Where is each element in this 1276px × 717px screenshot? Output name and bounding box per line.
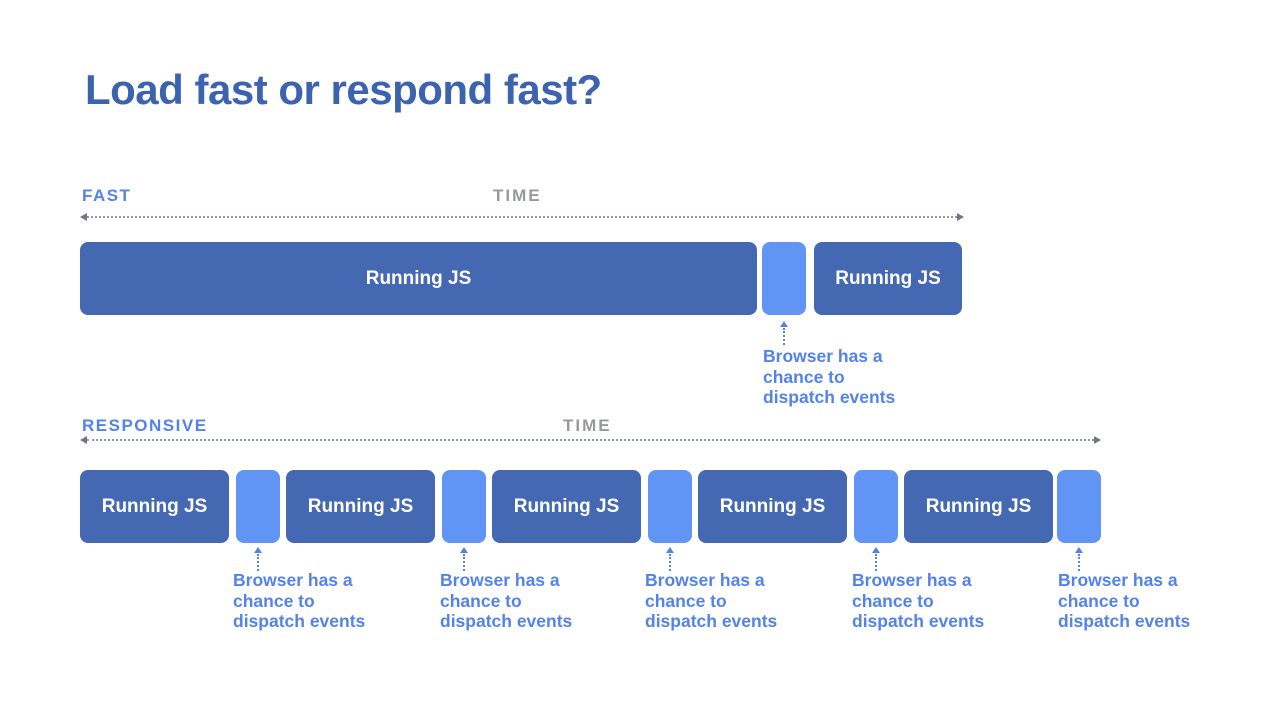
running-js-block: Running JS	[904, 470, 1053, 543]
left-arrowhead-icon	[80, 436, 87, 444]
running-js-block: Running JS	[814, 242, 962, 315]
running-js-block: Running JS	[492, 470, 641, 543]
running-js-label: Running JS	[925, 495, 1032, 517]
annotation-line: dispatch events	[645, 611, 778, 631]
annotation-line: chance to	[645, 590, 727, 611]
running-js-block: Running JS	[698, 470, 847, 543]
running-js-label: Running JS	[101, 495, 208, 517]
up-arrow-icon	[458, 547, 470, 571]
dotted-arrow-line	[669, 554, 671, 571]
responsive-section-label: RESPONSIVE	[82, 416, 208, 435]
annotation: Browser has a chance to dispatch events	[233, 570, 393, 632]
up-arrow-icon	[870, 547, 882, 571]
up-arrow-icon	[778, 321, 790, 345]
gap-block	[442, 470, 486, 543]
running-js-label: Running JS	[513, 495, 620, 517]
right-arrowhead-icon	[957, 213, 964, 221]
running-js-label: Running JS	[307, 495, 414, 517]
annotation-line: Browser has a	[233, 570, 353, 590]
running-js-label: Running JS	[835, 267, 941, 289]
annotation: Browser has a chance to dispatch events	[852, 570, 1012, 632]
up-arrowhead-icon	[666, 547, 674, 553]
right-arrowhead-icon	[1094, 436, 1101, 444]
annotation-line: dispatch events	[1058, 611, 1191, 631]
annotation-line: chance to	[852, 590, 934, 611]
dotted-axis-line	[87, 216, 957, 218]
up-arrowhead-icon	[460, 547, 468, 553]
dotted-arrow-line	[257, 554, 259, 571]
dotted-axis-line	[87, 439, 1094, 441]
annotation-line: chance to	[233, 590, 315, 611]
up-arrow-icon	[664, 547, 676, 571]
gap-block	[1057, 470, 1101, 543]
up-arrowhead-icon	[872, 547, 880, 553]
up-arrow-icon	[252, 547, 264, 571]
dotted-arrow-line	[463, 554, 465, 571]
up-arrowhead-icon	[1075, 547, 1083, 553]
annotation-line: Browser has a	[440, 570, 560, 590]
dotted-arrow-line	[1078, 554, 1080, 571]
up-arrowhead-icon	[254, 547, 262, 553]
up-arrowhead-icon	[780, 321, 788, 327]
annotation-line: chance to	[763, 366, 845, 387]
gap-block	[648, 470, 692, 543]
running-js-block: Running JS	[80, 242, 757, 315]
annotation-line: dispatch events	[852, 611, 985, 631]
responsive-time-axis	[80, 435, 1101, 445]
annotation-line: Browser has a	[1058, 570, 1178, 590]
annotation: Browser has a chance to dispatch events	[440, 570, 600, 632]
gap-block	[762, 242, 806, 315]
page-title: Load fast or respond fast?	[85, 66, 602, 113]
annotation: Browser has a chance to dispatch events	[645, 570, 805, 632]
annotation-line: dispatch events	[440, 611, 573, 631]
running-js-label: Running JS	[365, 267, 472, 289]
annotation-line: dispatch events	[233, 611, 366, 631]
fast-time-label: TIME	[493, 186, 542, 205]
running-js-block: Running JS	[80, 470, 229, 543]
running-js-block: Running JS	[286, 470, 435, 543]
annotation: Browser has a chance to dispatch events	[763, 346, 923, 408]
fast-time-axis	[80, 212, 964, 222]
annotation-line: Browser has a	[763, 346, 883, 366]
gap-block	[854, 470, 898, 543]
responsive-time-label: TIME	[563, 416, 612, 435]
annotation-line: dispatch events	[763, 387, 896, 407]
annotation: Browser has a chance to dispatch events	[1058, 570, 1218, 632]
annotation-line: chance to	[440, 590, 522, 611]
left-arrowhead-icon	[80, 213, 87, 221]
dotted-arrow-line	[875, 554, 877, 571]
annotation-line: chance to	[1058, 590, 1140, 611]
annotation-line: Browser has a	[645, 570, 765, 590]
annotation-line: Browser has a	[852, 570, 972, 590]
fast-section-label: FAST	[82, 186, 132, 205]
gap-block	[236, 470, 280, 543]
dotted-arrow-line	[783, 328, 785, 345]
running-js-label: Running JS	[719, 495, 826, 517]
up-arrow-icon	[1073, 547, 1085, 571]
